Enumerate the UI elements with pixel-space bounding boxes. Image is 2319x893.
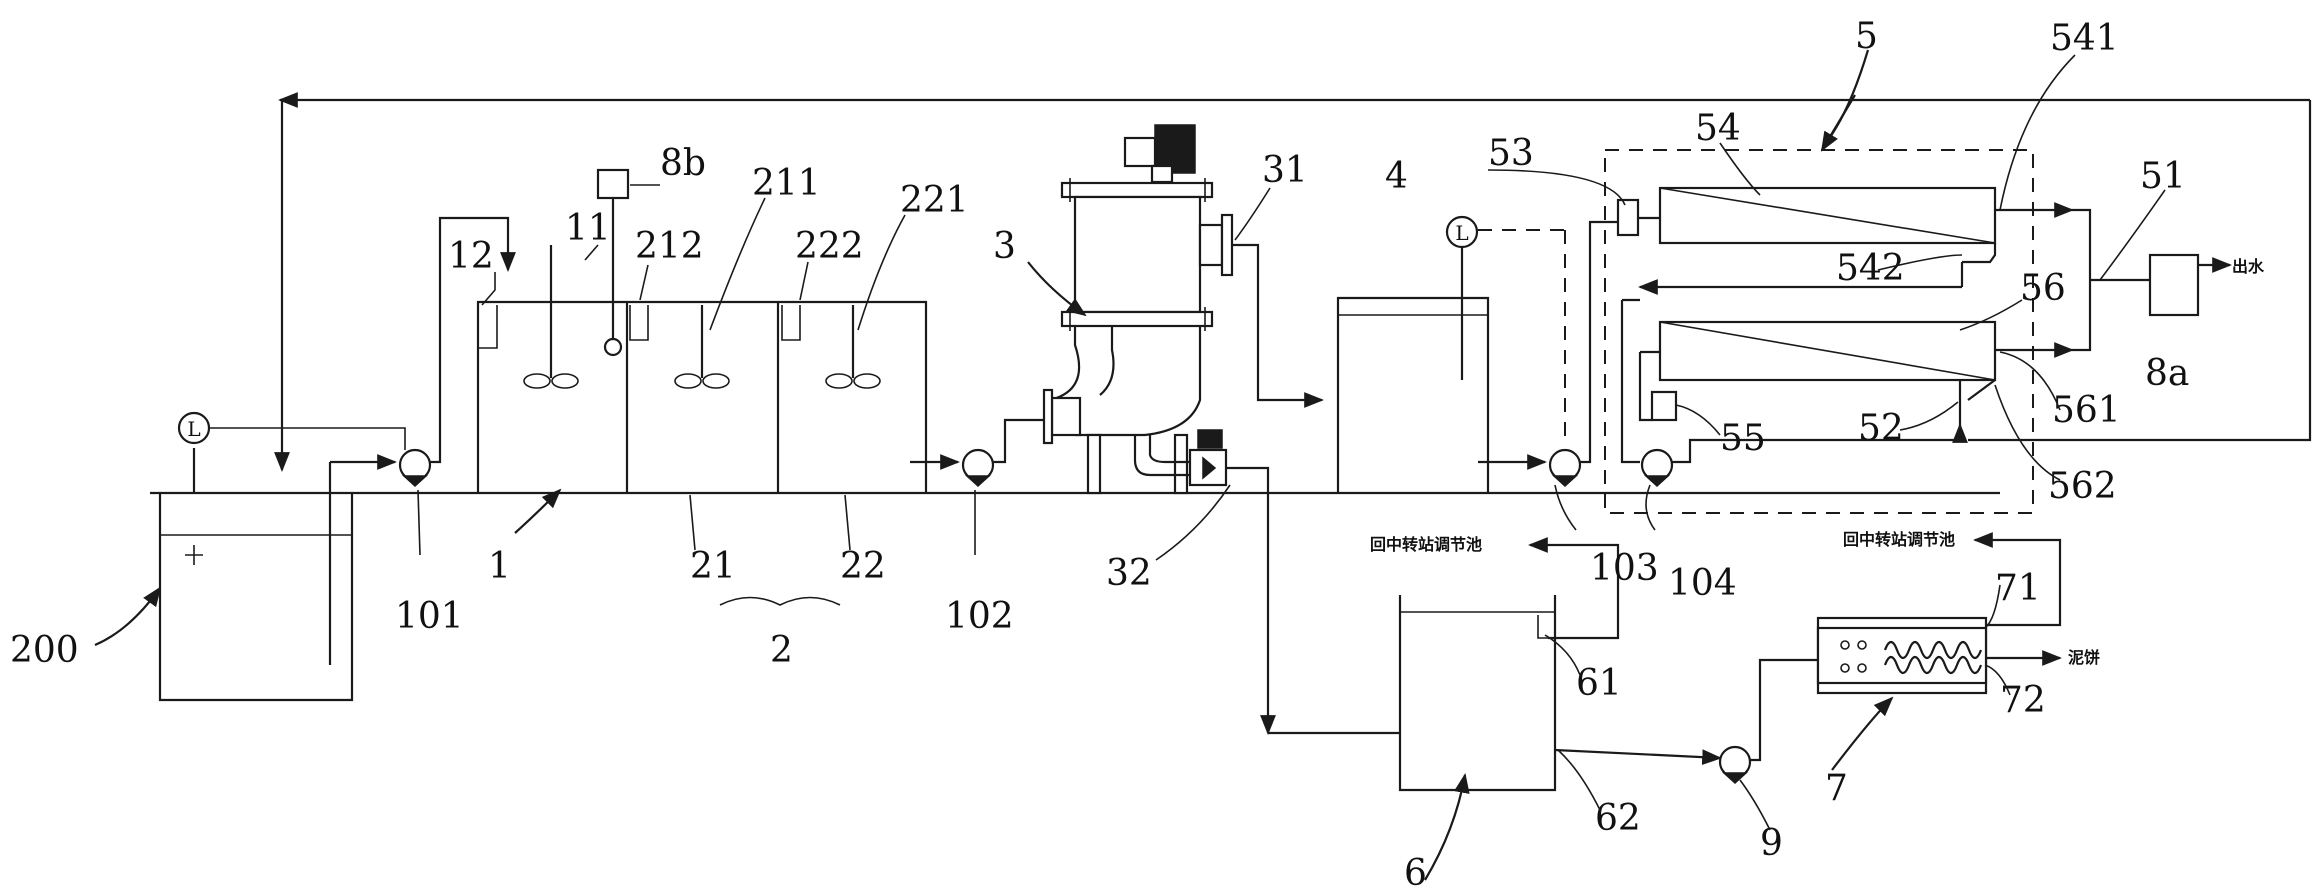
label-2: 2 — [770, 630, 793, 671]
outlet-51 — [2072, 208, 2232, 352]
level-sensor-200: L — [177, 411, 406, 493]
label-53: 53 — [1488, 133, 1534, 174]
label-54: 54 — [1695, 108, 1741, 149]
label-12: 12 — [448, 236, 494, 277]
pump-103 — [1478, 220, 1625, 488]
label-5: 5 — [1855, 16, 1878, 57]
label-541: 541 — [2050, 18, 2119, 59]
label-56: 56 — [2020, 268, 2066, 309]
stirrer-11 — [523, 245, 579, 389]
stirrer-221 — [825, 305, 881, 389]
label-9: 9 — [1760, 823, 1783, 864]
label-6: 6 — [1404, 853, 1427, 893]
label-51: 51 — [2140, 156, 2186, 197]
level-sensor-symbol: L — [187, 417, 200, 441]
return-pipe — [274, 92, 2312, 472]
label-72: 72 — [2000, 680, 2046, 721]
label-102: 102 — [945, 596, 1014, 637]
stirrer-211 — [674, 305, 730, 389]
label-61: 61 — [1576, 663, 1622, 704]
membrane-56 — [1620, 298, 2074, 464]
label-200: 200 — [10, 630, 79, 671]
pump-9 — [1718, 658, 1818, 785]
label-3: 3 — [993, 226, 1016, 267]
label-104: 104 — [1668, 563, 1737, 604]
label-11: 11 — [565, 208, 611, 249]
return-to-station-label-6: 回中转站调节池 — [1370, 535, 1482, 554]
drain-32-to-6 — [1226, 466, 1276, 735]
label-7: 7 — [1825, 768, 1848, 809]
label-103: 103 — [1590, 548, 1659, 589]
tank-6 — [1398, 537, 1722, 792]
label-542: 542 — [1836, 248, 1905, 289]
label-562: 562 — [2048, 466, 2117, 507]
label-32: 32 — [1106, 553, 1152, 594]
label-211: 211 — [752, 163, 821, 204]
sensor-8b — [596, 168, 630, 357]
label-55: 55 — [1720, 418, 1766, 459]
label-31: 31 — [1262, 150, 1308, 191]
label-561: 561 — [2052, 390, 2121, 431]
level-sensor-4-symbol: L — [1455, 221, 1468, 245]
pump-101 — [330, 216, 516, 488]
outlet-water-label: 出水 — [2232, 257, 2265, 276]
pump-104 — [1640, 438, 1960, 488]
return-to-station-label-7: 回中转站调节池 — [1843, 530, 1955, 549]
label-21: 21 — [690, 546, 736, 587]
label-1: 1 — [488, 546, 511, 587]
pipe-31-to-4 — [1232, 243, 1324, 408]
label-52: 52 — [1858, 408, 1904, 449]
filter-3 — [1042, 124, 1234, 495]
sludge-cake-label: 泥饼 — [2068, 648, 2100, 667]
label-222: 222 — [795, 226, 864, 267]
label-221: 221 — [900, 180, 969, 221]
label-8b: 8b — [660, 143, 706, 184]
membrane-unit-5-boundary — [1604, 149, 2034, 514]
label-62: 62 — [1595, 798, 1641, 839]
sensor-8a — [2148, 253, 2200, 317]
label-leaders — [481, 54, 2166, 831]
pump-102 — [910, 418, 1052, 488]
collection-tank-200 — [158, 462, 354, 702]
label-101: 101 — [395, 596, 464, 637]
label-4: 4 — [1385, 156, 1408, 197]
label-212: 212 — [635, 226, 704, 267]
label-71: 71 — [1995, 568, 2041, 609]
leader-lines — [94, 49, 1894, 881]
label-8a: 8a — [2145, 353, 2189, 394]
membrane-54 — [1616, 186, 2074, 295]
tank-4: L — [1336, 215, 1566, 493]
label-22: 22 — [840, 546, 886, 587]
reaction-tanks — [476, 300, 928, 493]
screw-press-7 — [1816, 532, 2062, 695]
